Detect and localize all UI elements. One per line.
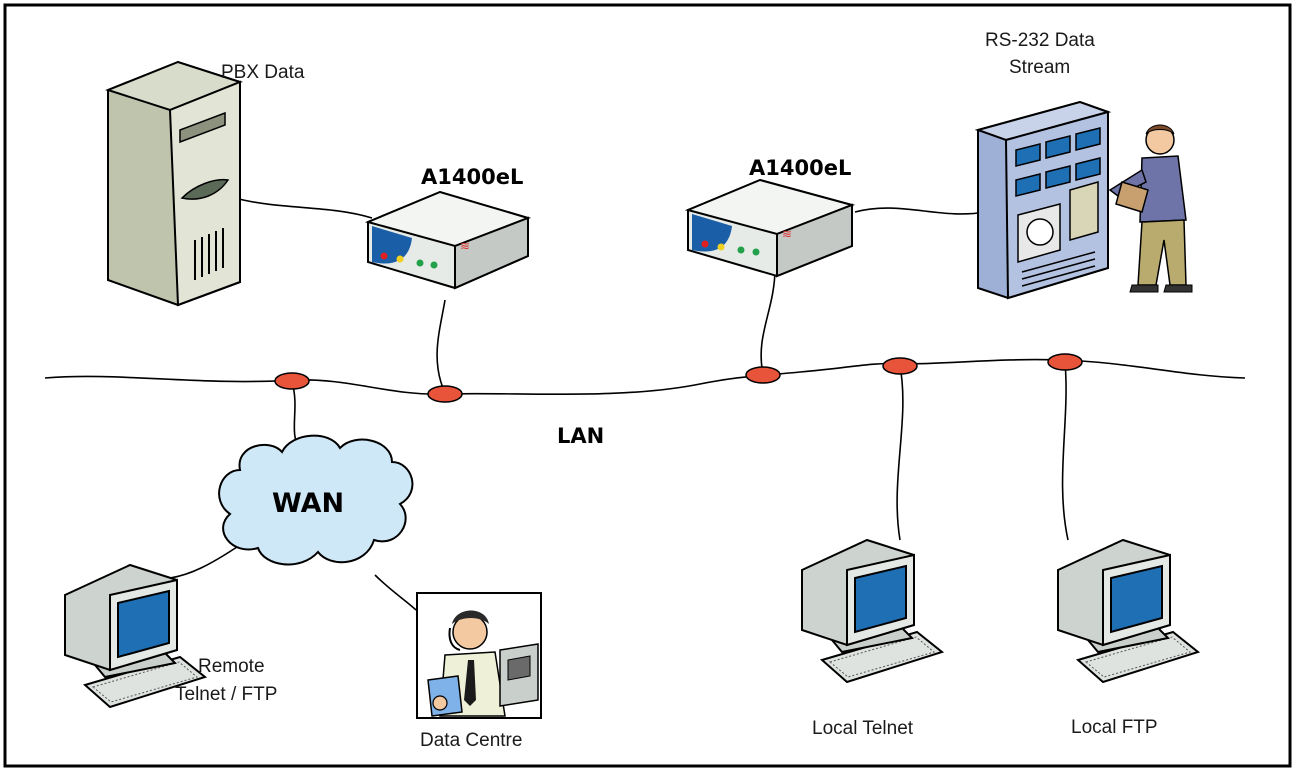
lan-node xyxy=(274,372,310,390)
cloud-icon xyxy=(218,434,414,566)
svg-text:≋: ≋ xyxy=(782,227,792,241)
control-panel-icon xyxy=(974,100,1112,300)
label-remote-line2: Telnet / FTP xyxy=(175,684,277,705)
label-rs232-line2: Stream xyxy=(1009,57,1070,78)
label-data-centre: Data Centre xyxy=(420,730,522,751)
engineer-icon xyxy=(1108,124,1193,293)
label-device-left: A1400eL xyxy=(421,165,523,189)
label-local-ftp: Local FTP xyxy=(1071,717,1158,738)
wire-lan-local-telnet xyxy=(896,365,904,541)
wire-device-lan-left xyxy=(436,299,446,394)
label-pbx-data: PBX Data xyxy=(221,62,305,83)
label-rs232-line1: RS-232 Data xyxy=(985,30,1095,51)
computer-icon xyxy=(801,539,943,683)
lan-node xyxy=(1047,353,1083,371)
server-icon xyxy=(105,60,243,307)
wire-pbx-device xyxy=(234,197,373,219)
network-device-icon: ≋ xyxy=(364,190,532,290)
label-wan: WAN xyxy=(272,488,344,519)
label-remote-line1: Remote xyxy=(198,656,265,677)
label-device-right: A1400eL xyxy=(749,156,851,180)
wire-lan-local-ftp xyxy=(1061,361,1069,541)
wire-wan-datacentre xyxy=(374,574,417,611)
label-lan: LAN xyxy=(557,424,604,448)
operator-icon xyxy=(416,592,542,719)
lan-node xyxy=(427,385,463,403)
wire-wan-remote xyxy=(169,544,241,579)
lan-node xyxy=(882,357,918,375)
wire-device-lan-right xyxy=(760,267,776,375)
wire-device-rack xyxy=(854,207,986,215)
diagram-frame xyxy=(3,3,1292,768)
label-local-telnet: Local Telnet xyxy=(812,718,914,739)
computer-icon xyxy=(1057,539,1199,683)
network-device-icon: ≋ xyxy=(684,178,856,278)
svg-text:≋: ≋ xyxy=(460,239,470,253)
lan-node xyxy=(745,366,781,384)
